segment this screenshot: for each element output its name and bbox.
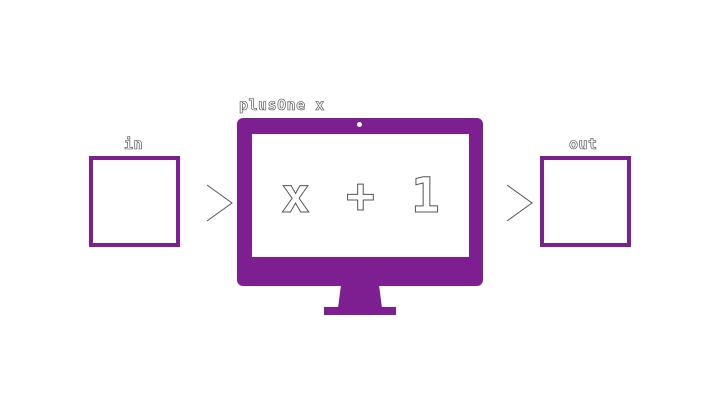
function-label: plusOne x <box>239 96 325 115</box>
monitor-stand <box>324 285 396 315</box>
chevron-right-icon <box>506 184 533 222</box>
monitor-screen: x + 1 <box>252 134 469 257</box>
expression-rhs: 1 <box>410 167 440 224</box>
expression: x + 1 <box>252 134 469 257</box>
chevron-right-icon <box>206 184 233 222</box>
expression-operator: + <box>346 167 376 224</box>
camera-dot <box>357 122 362 127</box>
monitor-icon: x + 1 <box>237 118 483 286</box>
expression-lhs: x <box>281 167 311 224</box>
input-label: in <box>124 135 144 154</box>
output-box <box>540 156 631 247</box>
input-box <box>89 156 180 247</box>
output-label: out <box>569 135 598 154</box>
